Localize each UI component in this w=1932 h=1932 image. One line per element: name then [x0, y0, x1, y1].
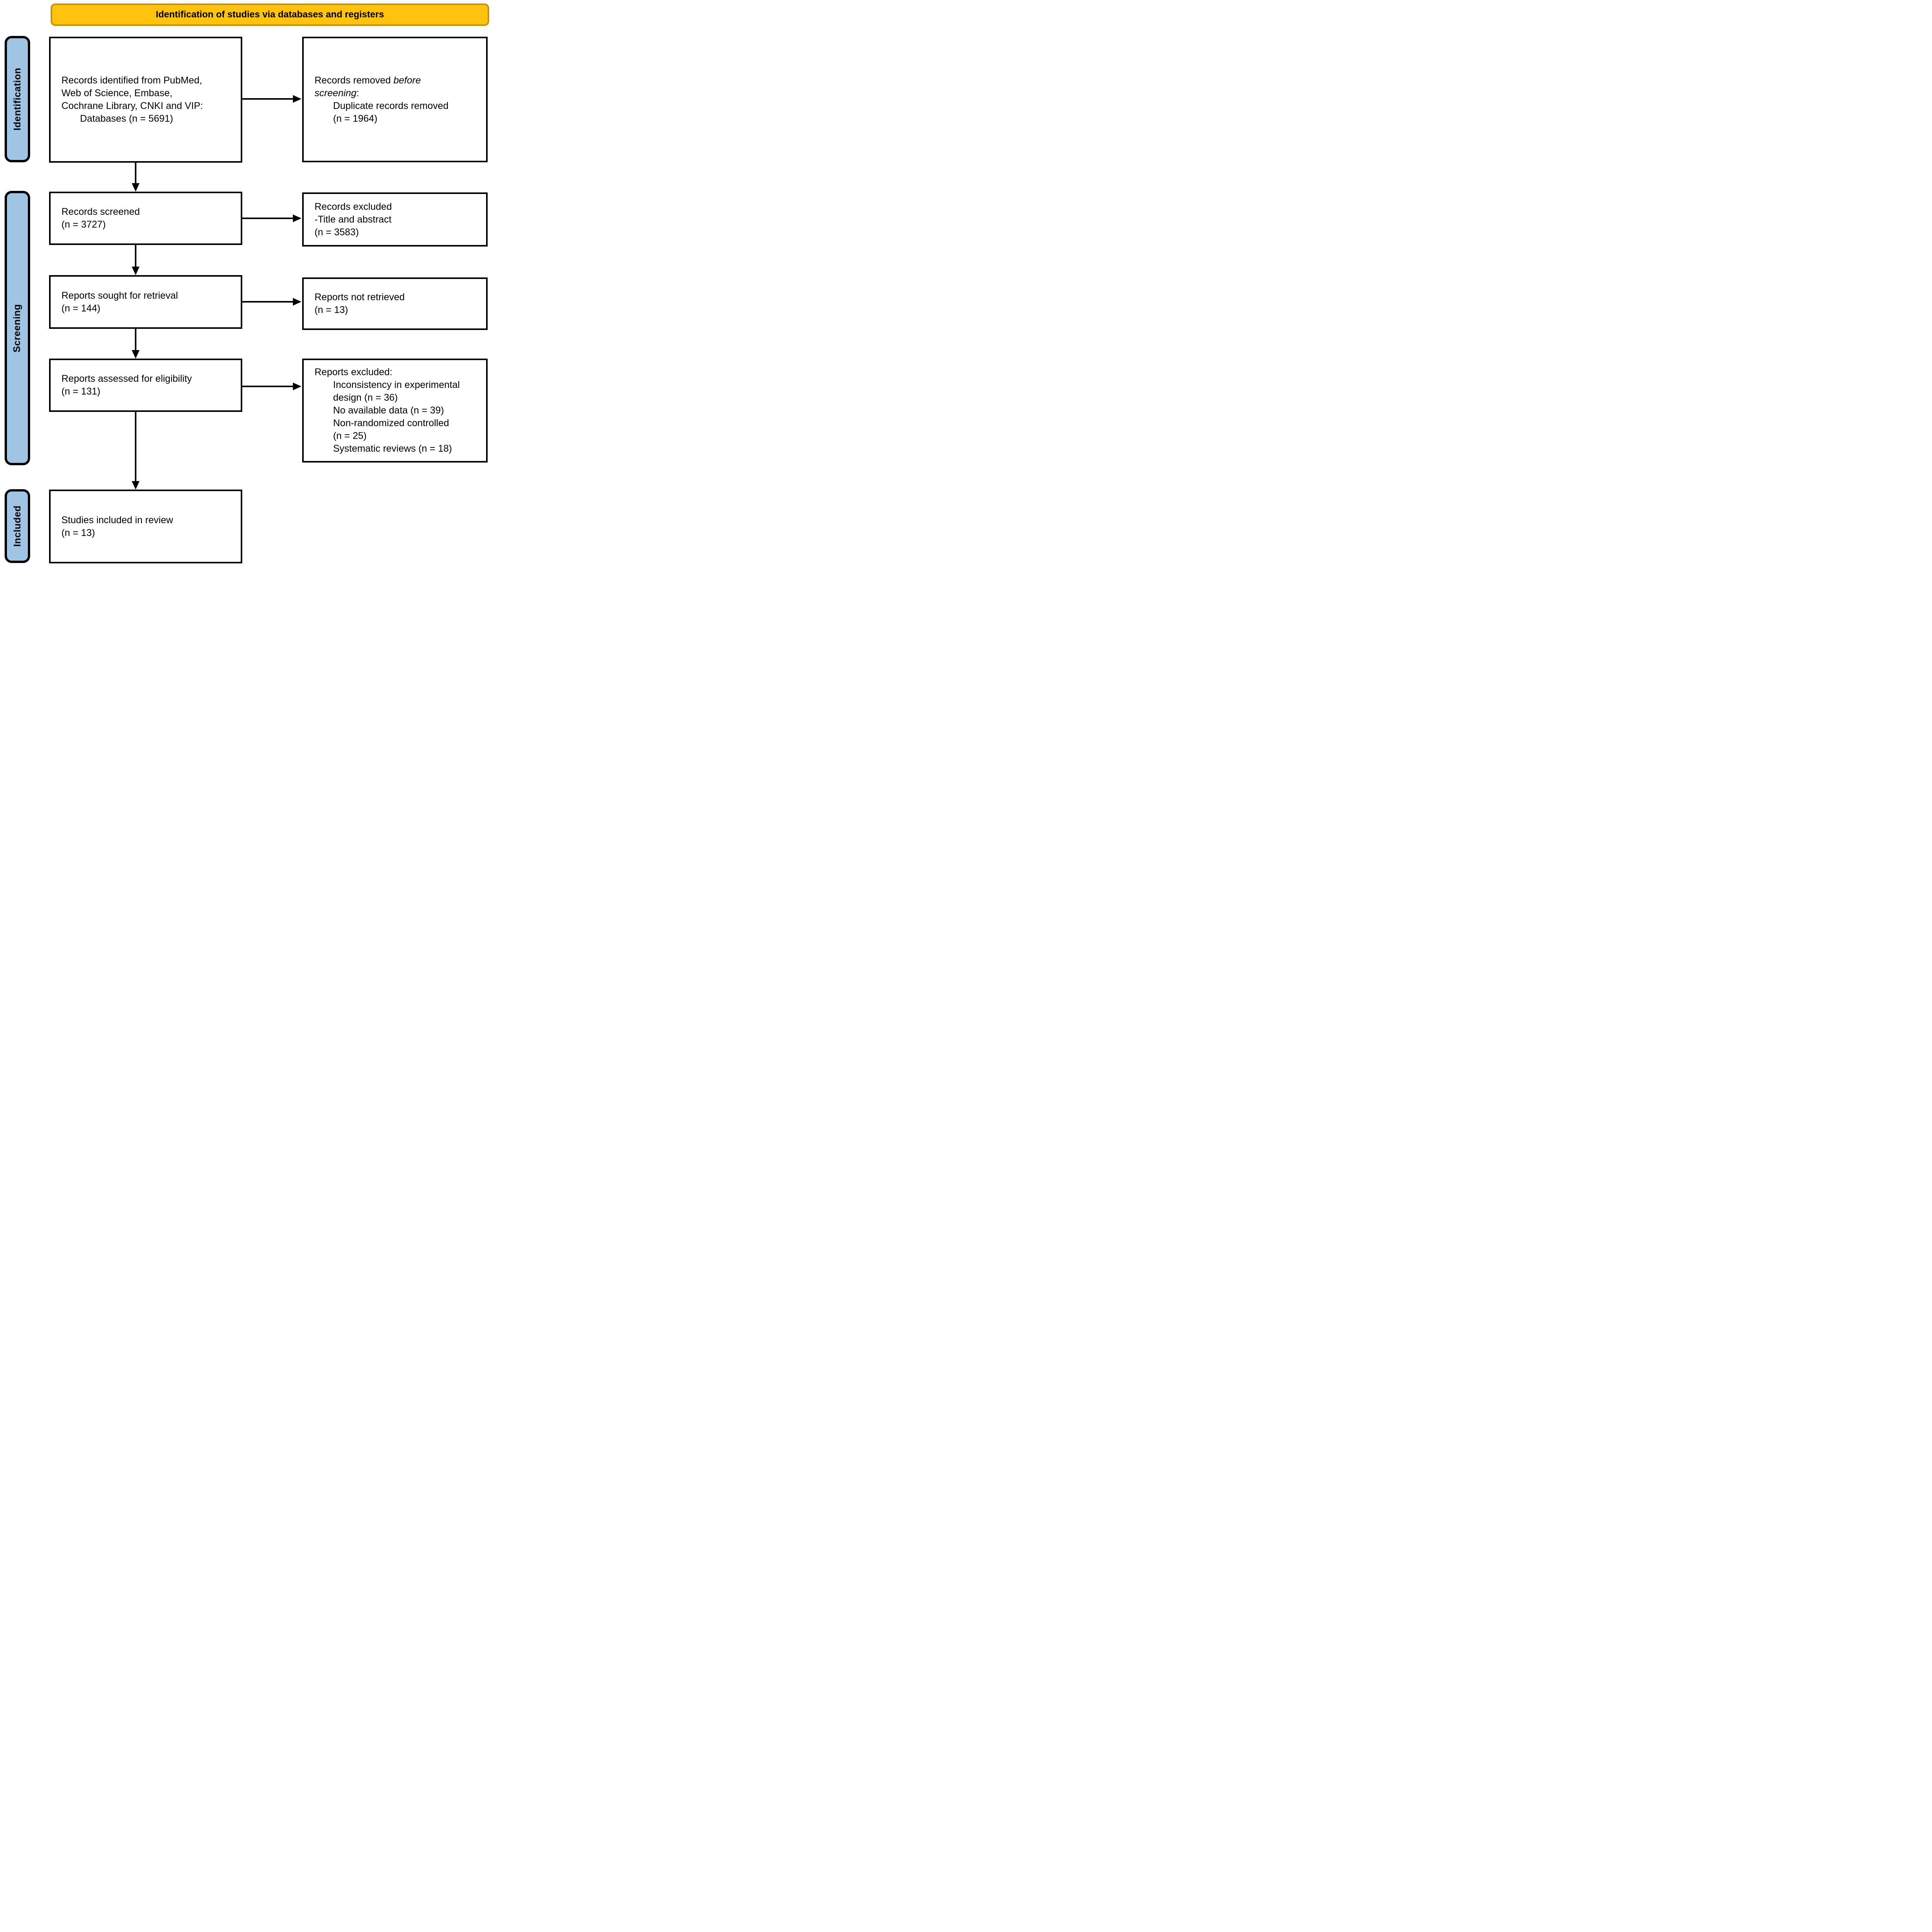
arrow-line [135, 163, 136, 184]
flow-box-reports-sought: Reports sought for retrieval(n = 144) [49, 275, 242, 329]
arrow-line [135, 412, 136, 482]
sidebar-stage-identification: Identification [5, 36, 30, 162]
arrowhead-down-icon [132, 183, 139, 192]
arrow-line [242, 301, 294, 303]
arrowhead-down-icon [132, 350, 139, 359]
arrowhead-right-icon [293, 214, 301, 222]
flow-box-reports-assessed: Reports assessed for eligibility(n = 131… [49, 359, 242, 412]
flow-box-studies-included: Studies included in review(n = 13) [49, 490, 242, 563]
prisma-flow-diagram: Identification of studies via databases … [0, 0, 497, 567]
flow-box-records-excluded: Records excluded-Title and abstract(n = … [302, 192, 488, 247]
title-banner-label: Identification of studies via databases … [156, 9, 384, 20]
arrowhead-down-icon [132, 481, 139, 490]
arrowhead-right-icon [293, 95, 301, 103]
title-banner: Identification of studies via databases … [51, 3, 489, 26]
sidebar-stage-included: Included [5, 489, 30, 563]
sidebar-stage-screening: Screening [5, 191, 30, 465]
sidebar-stage-screening-label: Screening [12, 304, 23, 352]
arrow-line [242, 386, 294, 387]
arrowhead-down-icon [132, 267, 139, 275]
arrow-line [242, 218, 294, 219]
arrowhead-right-icon [293, 298, 301, 306]
arrowhead-right-icon [293, 383, 301, 390]
flow-box-reports-excluded: Reports excluded:Inconsistency in experi… [302, 359, 488, 463]
flow-box-reports-not-retrieved: Reports not retrieved(n = 13) [302, 277, 488, 330]
flow-box-records-identified: Records identified from PubMed,Web of Sc… [49, 37, 242, 163]
sidebar-stage-identification-label: Identification [12, 68, 23, 131]
arrow-line [135, 245, 136, 267]
flow-box-records-screened: Records screened(n = 3727) [49, 192, 242, 245]
arrow-line [135, 329, 136, 351]
arrow-line [242, 98, 294, 100]
sidebar-stage-included-label: Included [12, 505, 23, 547]
